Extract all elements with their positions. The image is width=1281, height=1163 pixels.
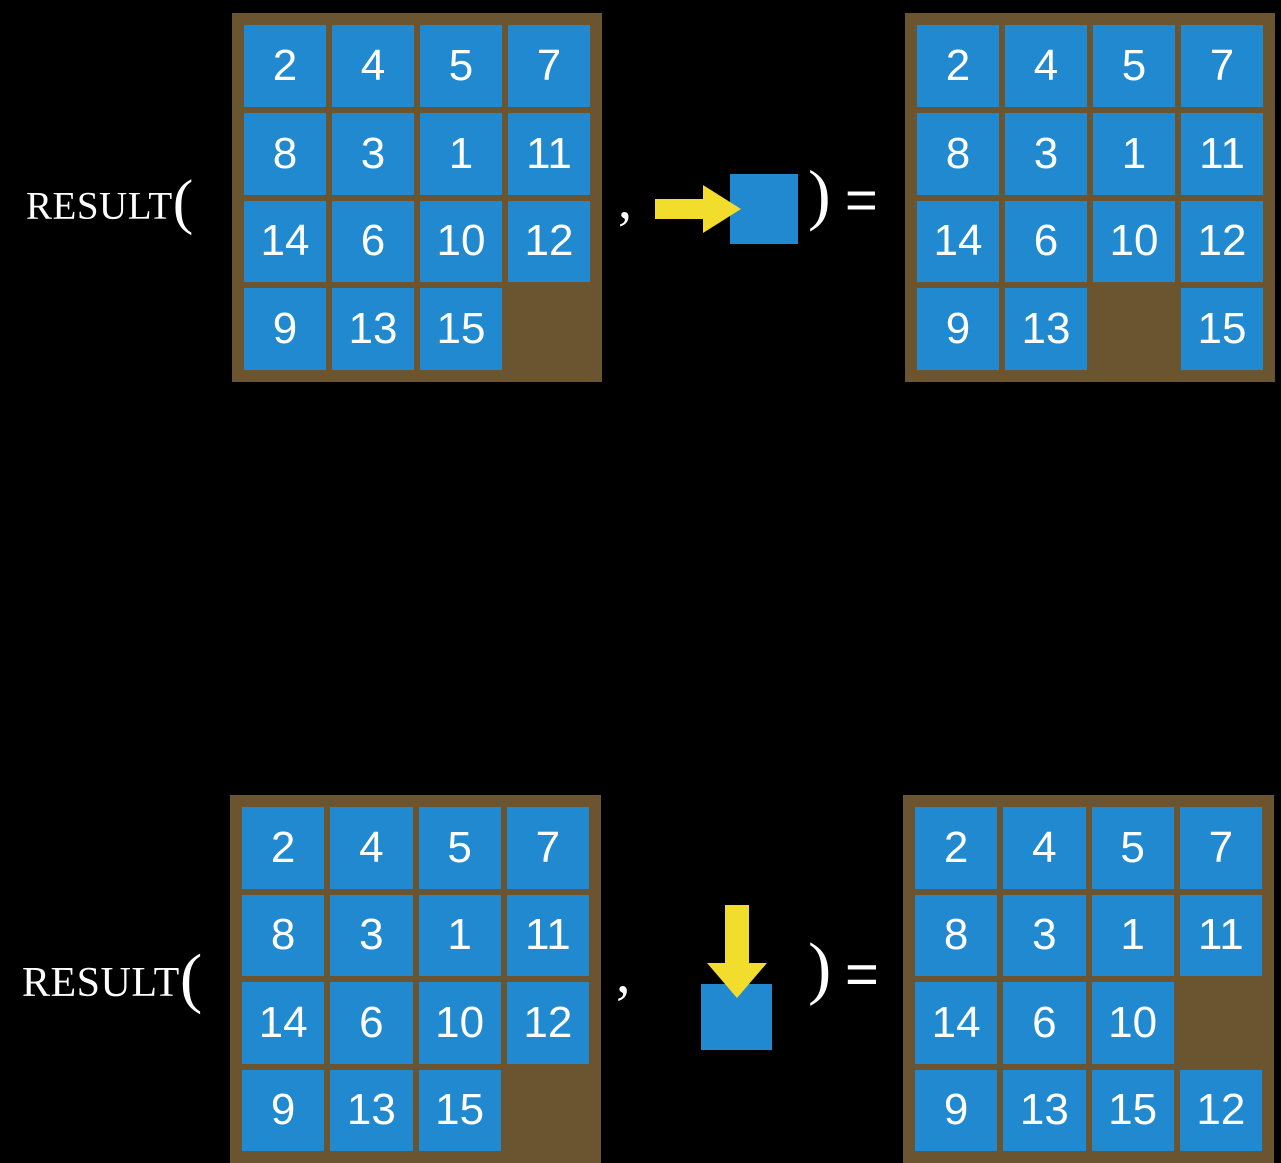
tile[interactable]: 15 (1181, 288, 1263, 370)
tile[interactable]: 3 (1005, 112, 1087, 195)
tile[interactable]: 10 (1091, 982, 1174, 1064)
equals-sign-row-1: = (845, 942, 879, 1007)
tile[interactable]: 11 (1181, 112, 1263, 195)
tile[interactable]: 9 (915, 1069, 998, 1151)
tile[interactable]: 2 (244, 25, 326, 107)
empty-slot[interactable] (1180, 982, 1262, 1064)
tile[interactable]: 12 (1179, 1069, 1262, 1151)
tile[interactable]: 15 (418, 1069, 501, 1151)
arrow-right-icon (655, 185, 741, 233)
comma-separator-row-0: , (618, 169, 632, 231)
tile[interactable]: 5 (1093, 25, 1175, 107)
tile[interactable]: 6 (330, 982, 413, 1064)
tile[interactable]: 10 (420, 200, 502, 283)
tile[interactable]: 15 (1091, 1069, 1174, 1151)
tile[interactable]: 12 (506, 982, 589, 1064)
tile[interactable]: 5 (1091, 807, 1174, 889)
open-paren-row-1: ( (179, 940, 203, 1015)
tile[interactable]: 2 (242, 807, 325, 889)
arrow-down-icon (707, 905, 767, 998)
tile[interactable]: 5 (420, 25, 502, 107)
tile[interactable]: 13 (330, 1069, 413, 1151)
move-operator-down (688, 897, 798, 1062)
output-board-row-1: 2 4 5 7 8 3 1 11 14 6 10 9 13 15 12 (903, 795, 1274, 1163)
result-function-label-row-0: RESULT( (26, 169, 194, 234)
tile[interactable]: 14 (917, 200, 999, 283)
tile[interactable]: 3 (1003, 894, 1086, 976)
tile[interactable]: 3 (330, 894, 413, 976)
tile[interactable]: 4 (1005, 25, 1087, 107)
tile[interactable]: 10 (418, 982, 501, 1064)
tile[interactable]: 14 (244, 200, 326, 283)
tile[interactable]: 7 (508, 25, 590, 107)
tile[interactable]: 1 (418, 894, 501, 976)
tile[interactable]: 9 (242, 1069, 325, 1151)
tile[interactable]: 9 (917, 288, 999, 370)
empty-slot[interactable] (508, 288, 590, 370)
tile[interactable]: 1 (1091, 894, 1174, 976)
tile[interactable]: 12 (1181, 200, 1263, 283)
tile[interactable]: 4 (1003, 807, 1086, 889)
close-paren-row-0: ) (808, 156, 831, 232)
tile[interactable]: 12 (508, 200, 590, 283)
tile[interactable]: 6 (1003, 982, 1086, 1064)
tile[interactable]: 2 (915, 807, 998, 889)
tile[interactable]: 6 (332, 200, 414, 283)
tile[interactable]: 6 (1005, 200, 1087, 283)
tile[interactable]: 13 (332, 288, 414, 370)
open-paren-row-0: ( (172, 168, 194, 236)
equation-row-down-move: RESULT( 2 4 5 7 8 3 1 11 14 6 10 12 9 13… (0, 392, 1281, 1163)
tile[interactable]: 7 (1181, 25, 1263, 107)
output-board-row-0: 2 4 5 7 8 3 1 11 14 6 10 12 9 13 15 (905, 13, 1275, 382)
tile[interactable]: 7 (1179, 807, 1262, 889)
input-board-row-1: 2 4 5 7 8 3 1 11 14 6 10 12 9 13 15 (230, 795, 601, 1163)
result-text-row-1: RESULT (22, 942, 180, 1009)
tile[interactable]: 8 (242, 894, 325, 976)
tile[interactable]: 9 (244, 288, 326, 370)
tile[interactable]: 13 (1005, 288, 1087, 370)
tile[interactable]: 1 (1093, 112, 1175, 195)
tile[interactable]: 8 (917, 112, 999, 195)
tile[interactable]: 13 (1003, 1069, 1086, 1151)
tile[interactable]: 4 (330, 807, 413, 889)
result-function-label-row-1: RESULT( (22, 944, 203, 1011)
tile[interactable]: 14 (915, 982, 998, 1064)
tile[interactable]: 14 (242, 982, 325, 1064)
tile[interactable]: 15 (420, 288, 502, 370)
tile[interactable]: 1 (420, 112, 502, 195)
move-operator-right (650, 165, 810, 255)
close-paren-row-1: ) (808, 930, 832, 1007)
tile[interactable]: 10 (1093, 200, 1175, 283)
equation-row-right-move: RESULT( 2 4 5 7 8 3 1 11 14 6 10 12 9 13… (0, 0, 1281, 395)
empty-slot[interactable] (507, 1070, 589, 1152)
tile[interactable]: 7 (506, 807, 589, 889)
input-board-row-0: 2 4 5 7 8 3 1 11 14 6 10 12 9 13 15 (232, 13, 602, 382)
tile[interactable]: 11 (506, 894, 589, 976)
tile[interactable]: 11 (508, 112, 590, 195)
empty-slot[interactable] (1093, 288, 1175, 370)
tile[interactable]: 4 (332, 25, 414, 107)
tile[interactable]: 5 (418, 807, 501, 889)
blank-tile-square-icon (730, 174, 798, 244)
comma-separator-row-1: , (616, 940, 631, 1005)
tile[interactable]: 8 (244, 112, 326, 195)
tile[interactable]: 2 (917, 25, 999, 107)
tile[interactable]: 11 (1179, 894, 1262, 976)
tile[interactable]: 8 (915, 894, 998, 976)
result-text-row-0: RESULT (26, 169, 173, 231)
tile[interactable]: 3 (332, 112, 414, 195)
equals-sign-row-0: = (845, 168, 878, 231)
